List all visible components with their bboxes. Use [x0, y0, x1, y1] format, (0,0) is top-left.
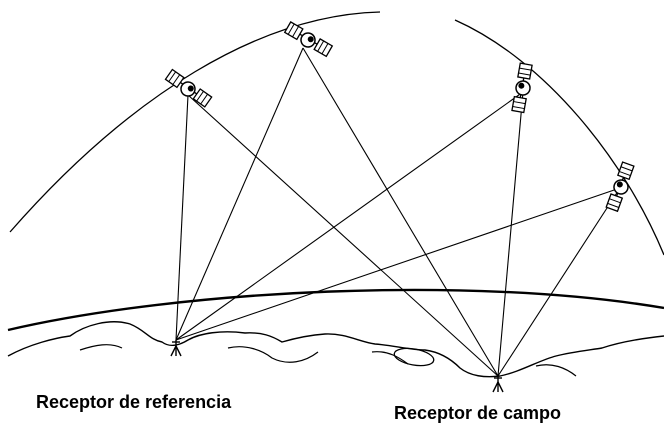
- signal-line-ref-sat4: [175, 187, 621, 341]
- island: [393, 347, 435, 367]
- signal-line-field-sat3: [497, 91, 524, 377]
- signal-line-ref-sat3: [175, 91, 524, 341]
- reference-receiver-icon: [170, 340, 182, 357]
- signal-line-field-sat1: [187, 94, 499, 377]
- signal-line-ref-sat1: [175, 94, 189, 341]
- satellite-3-icon: [511, 62, 533, 114]
- coastline-inner: [79, 344, 577, 377]
- signal-line-field-sat4: [497, 187, 621, 377]
- satellite-1-icon: [164, 68, 213, 108]
- coastline: [7, 321, 664, 378]
- reference-receiver-label: Receptor de referencia: [36, 392, 232, 412]
- orbit-arc-right: [454, 19, 664, 256]
- signal-line-ref-sat2: [175, 47, 304, 341]
- signal-lines-reference: [175, 47, 621, 341]
- satellite-2-icon: [283, 21, 334, 58]
- field-receiver-label: Receptor de campo: [394, 403, 561, 423]
- satellite-4-icon: [605, 161, 635, 213]
- earth-horizon: [7, 288, 664, 332]
- signal-lines-field: [187, 47, 621, 377]
- field-receiver-icon: [492, 376, 504, 393]
- signal-line-field-sat2: [302, 47, 499, 377]
- orbit-arc: [9, 11, 381, 233]
